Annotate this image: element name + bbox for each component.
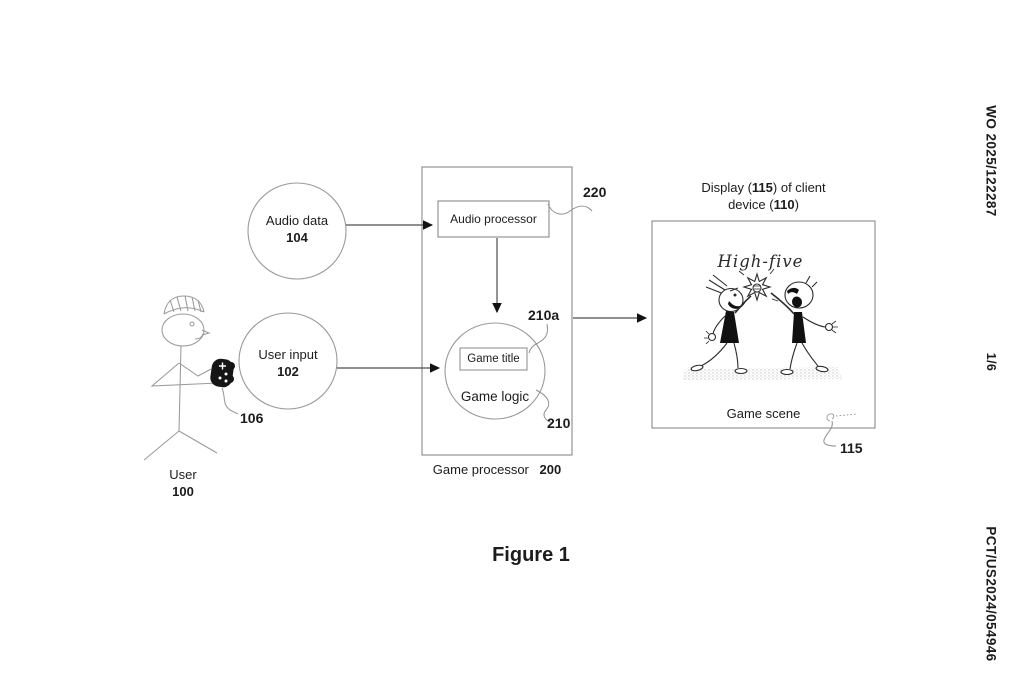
display-box [651, 220, 876, 429]
user-ref: 100 [172, 484, 194, 499]
game-processor-box [421, 166, 573, 456]
audio-data-node-label: Audio data 104 [247, 212, 347, 246]
left-character [690, 274, 752, 375]
display-squiggle [826, 413, 835, 422]
leader-210a [528, 323, 548, 354]
application-number: PCT/US2024/054946 [983, 526, 999, 662]
game-processor-caption: Game processor 200 [422, 461, 572, 478]
game-controller-icon [210, 358, 235, 388]
leader-210 [535, 389, 554, 424]
user-label: User [169, 467, 197, 482]
display-header: Display (115) of client device (110) [652, 179, 875, 213]
user-input-label: User input [258, 347, 318, 362]
leader-115 [823, 420, 837, 447]
right-character [770, 275, 838, 376]
user-input-node-label: User input 102 [238, 346, 338, 380]
hat-icon [163, 295, 205, 315]
game-title-box [459, 347, 528, 371]
user-input-ref: 102 [277, 364, 299, 379]
high-five-title: High-five [717, 252, 804, 271]
ref-210: 210 [547, 415, 571, 431]
publication-number: WO 2025/122287 [983, 105, 999, 217]
ref-210a: 210a [528, 307, 560, 323]
game-title-label: Game title [467, 353, 520, 365]
ref-220: 220 [583, 184, 607, 200]
audio-data-ref: 104 [286, 230, 308, 245]
audio-processor-box [437, 200, 550, 238]
high-five-illustration [682, 268, 842, 380]
ref-106: 106 [240, 410, 264, 426]
leader-220 [547, 203, 593, 215]
game-processor-label: Game processor [432, 462, 529, 477]
clap-starburst-icon [738, 268, 779, 302]
ground-shadow [682, 367, 842, 380]
device-ref-110: 110 [773, 197, 795, 212]
figure-caption: Figure 1 [492, 544, 570, 566]
ref-115: 115 [840, 440, 863, 456]
audio-processor-label: Audio processor [450, 212, 537, 226]
game-logic-circle [444, 322, 546, 420]
display-header-line1: Display (115) of client [701, 180, 826, 195]
sheet-page-number: 1/6 [984, 352, 998, 372]
user-input-circle [238, 312, 338, 410]
user-caption: User 100 [147, 466, 219, 500]
display-header-line2: device (110) [728, 197, 799, 212]
audio-data-label: Audio data [265, 213, 329, 228]
game-scene-label: Game scene [726, 406, 801, 421]
user-stick-figure [143, 295, 239, 461]
audio-data-circle [247, 182, 347, 280]
game-logic-label: Game logic [460, 389, 530, 404]
display-ref-115: 115 [751, 180, 773, 195]
game-processor-ref: 200 [539, 462, 562, 477]
